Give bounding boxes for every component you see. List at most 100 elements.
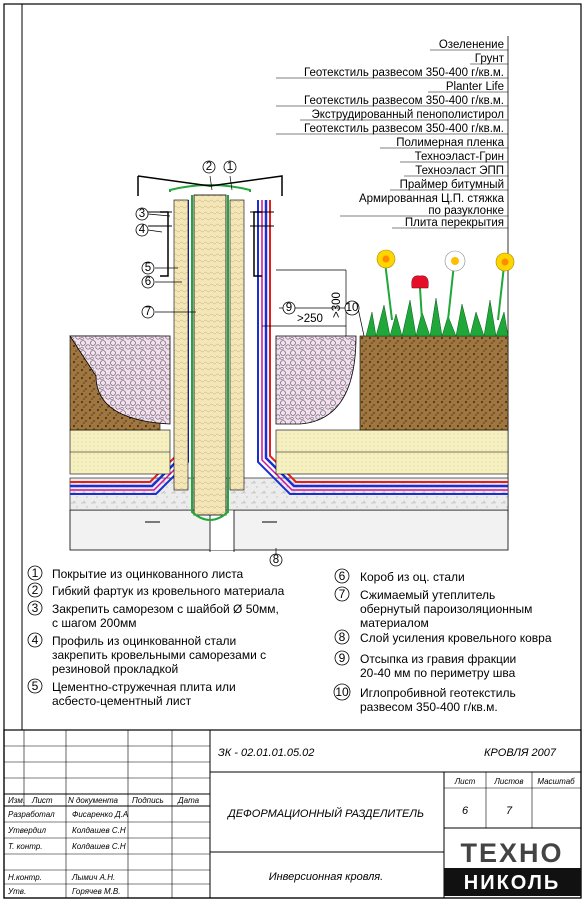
svg-text:3: 3	[139, 208, 145, 220]
svg-text:Колдашев С.Н: Колдашев С.Н	[72, 842, 126, 851]
title-block	[3, 729, 582, 899]
svg-text:8: 8	[273, 554, 279, 566]
svg-text:Закрепить саморезом с шайбой Ø: Закрепить саморезом с шайбой Ø 50мм,	[52, 602, 279, 616]
layer-label: Геотекстиль развесом 350-400 г/кв.м.	[304, 123, 504, 135]
technonicol-logo: ТЕХНО НИКОЛЬ	[444, 838, 581, 896]
layer-label: Экструдированный пенополистирол	[311, 109, 504, 121]
svg-text:с шагом 200мм: с шагом 200мм	[52, 616, 137, 630]
layer-label: Техноэласт-Грин	[415, 151, 504, 163]
svg-text:Горячев М.В.: Горячев М.В.	[72, 887, 120, 896]
svg-text:Дата: Дата	[177, 796, 200, 805]
svg-text:развесом 350-400 г/кв.м.: развесом 350-400 г/кв.м.	[360, 700, 498, 714]
note-1: 1 Покрытие из оцинкованного листа	[27, 565, 244, 581]
svg-text:8: 8	[339, 630, 346, 644]
note-2: 2 Гибкий фартук из кровельного материала	[27, 582, 285, 598]
layer-list: Озеленение Грунт Геотекстиль развесом 35…	[276, 36, 509, 520]
svg-text:6: 6	[145, 276, 151, 288]
note-8: 8 Слой усиления кровельного ковра	[334, 629, 552, 645]
svg-text:асбесто-цементный лист: асбесто-цементный лист	[52, 694, 192, 708]
title-block-text: ЗК - 02.01.01.05.02 КРОВЛЯ 2007 ДЕФОРМАЦ…	[7, 747, 581, 896]
cross-section: >300 >250 2 1 3 4 5 6 7 8 9 10	[69, 160, 515, 567]
svg-text:6: 6	[462, 805, 469, 817]
svg-text:Цементно-стружечная плита или: Цементно-стружечная плита или	[52, 680, 236, 694]
svg-text:Изм.: Изм.	[8, 796, 25, 805]
callout-3: 3	[135, 207, 149, 221]
layer-label: Армированная Ц.П. стяжка	[359, 193, 505, 205]
svg-text:Слой усиления кровельного ковр: Слой усиления кровельного ковра	[360, 631, 552, 645]
svg-text:Листов: Листов	[493, 777, 523, 786]
svg-text:закрепить кровельными самореза: закрепить кровельными саморезами с	[52, 648, 266, 662]
layer-label: по разуклонке	[428, 205, 504, 217]
svg-text:7: 7	[506, 805, 513, 817]
svg-text:Разработал: Разработал	[8, 810, 55, 819]
note-5: 5 Цементно-стружечная плита или асбесто-…	[27, 678, 236, 708]
svg-text:4: 4	[139, 224, 146, 236]
layer-label: Грунт	[475, 53, 505, 65]
svg-text:Иглопробивной геотекстиль: Иглопробивной геотекстиль	[360, 686, 516, 700]
callout-6: 6	[141, 275, 155, 289]
svg-text:Н.контр.: Н.контр.	[8, 873, 42, 882]
series-label: КРОВЛЯ 2007	[484, 747, 557, 759]
svg-text:2: 2	[32, 583, 39, 597]
note-6: 6 Короб из оц. стали	[334, 568, 465, 584]
svg-text:N документа: N документа	[68, 796, 119, 805]
svg-text:3: 3	[32, 601, 39, 615]
svg-text:9: 9	[339, 651, 346, 665]
svg-text:Короб из оц. стали: Короб из оц. стали	[360, 570, 465, 584]
greenery	[365, 249, 515, 337]
svg-text:9: 9	[286, 302, 292, 314]
callout-2: 2	[202, 160, 216, 174]
svg-text:10: 10	[346, 302, 359, 314]
svg-text:Фисаренко Д.А: Фисаренко Д.А	[72, 810, 128, 819]
svg-text:4: 4	[32, 633, 39, 647]
callout-7: 7	[141, 305, 155, 319]
callout-5: 5	[141, 261, 155, 275]
svg-text:НИКОЛЬ: НИКОЛЬ	[464, 872, 561, 894]
svg-text:2: 2	[206, 161, 212, 173]
svg-text:Подпись: Подпись	[132, 796, 164, 805]
note-4: 4 Профиль из оцинкованной стали закрепит…	[27, 632, 266, 676]
steel-cap	[137, 175, 283, 196]
soil-layer	[359, 335, 509, 431]
svg-text:5: 5	[32, 679, 39, 693]
callouts: 2 1 3 4 5 6 7 8 9 10	[135, 160, 360, 567]
sheet-title: ДЕФОРМАЦИОННЫЙ РАЗДЕЛИТЕЛЬ	[226, 807, 424, 820]
svg-text:Утвердил: Утвердил	[7, 826, 47, 835]
doc-code: ЗК - 02.01.01.05.02	[218, 747, 314, 759]
gravel-fill	[275, 335, 357, 425]
svg-text:Отсыпка из гравия фракции: Отсыпка из гравия фракции	[360, 652, 516, 666]
svg-text:6: 6	[339, 569, 346, 583]
callout-4: 4	[135, 223, 149, 237]
notes-left: 1 Покрытие из оцинкованного листа 2 Гибк…	[27, 565, 285, 708]
svg-text:Лист: Лист	[31, 796, 53, 805]
svg-text:Лист: Лист	[454, 777, 476, 786]
svg-text:1: 1	[227, 161, 233, 173]
floor-slab	[69, 509, 509, 551]
layer-label: Planter Life	[446, 81, 504, 93]
svg-text:резиновой прокладкой: резиновой прокладкой	[52, 662, 178, 676]
note-10: 10 Иглопробивной геотекстиль развесом 35…	[333, 683, 516, 714]
layer-label: Геотекстиль развесом 350-400 г/кв.м.	[304, 67, 504, 79]
note-3: 3 Закрепить саморезом с шайбой Ø 50мм, с…	[27, 600, 279, 630]
svg-text:Колдашев С.Н: Колдашев С.Н	[72, 826, 126, 835]
svg-text:5: 5	[145, 262, 151, 274]
callout-10: 10	[344, 300, 360, 316]
svg-text:Т. контр.: Т. контр.	[8, 842, 43, 851]
svg-text:обернутый пароизоляционным: обернутый пароизоляционным	[360, 602, 532, 616]
dim-width: >250	[297, 313, 323, 325]
svg-text:Сжимаемый утеплитель: Сжимаемый утеплитель	[360, 588, 495, 602]
layer-label: Техноэласт ЭПП	[415, 165, 504, 177]
callout-1: 1	[223, 160, 237, 174]
svg-text:ТЕХНО: ТЕХНО	[460, 838, 563, 868]
svg-text:10: 10	[335, 685, 349, 699]
svg-text:7: 7	[145, 306, 151, 318]
svg-text:Масштаб: Масштаб	[537, 777, 575, 786]
layer-label: Полимерная пленка	[396, 137, 504, 149]
svg-text:1: 1	[32, 566, 39, 580]
dim-height: >300	[331, 292, 343, 318]
notes-right: 6 Короб из оц. стали 7 Сжимаемый утеплит…	[333, 568, 552, 714]
svg-text:Профиль из оцинкованной стали: Профиль из оцинкованной стали	[52, 634, 236, 648]
svg-text:материалом: материалом	[360, 616, 429, 630]
svg-text:Гибкий фартук из кровельного м: Гибкий фартук из кровельного материала	[52, 584, 285, 598]
